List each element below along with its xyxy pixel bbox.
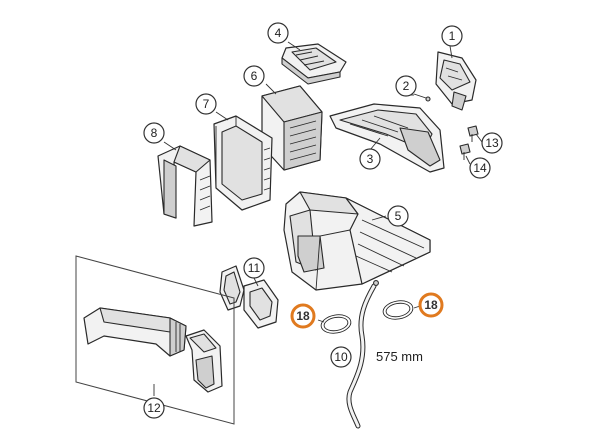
callout-5: 5 bbox=[387, 205, 409, 227]
callout-1: 1 bbox=[441, 25, 463, 47]
part-8-side-panel bbox=[157, 145, 213, 227]
callout-label: 6 bbox=[251, 69, 258, 83]
callout-11: 11 bbox=[243, 257, 265, 279]
callout-label: 10 bbox=[334, 350, 348, 364]
hose-length-label: 575 mm bbox=[376, 349, 423, 364]
callout-label: 3 bbox=[367, 152, 374, 166]
callout-4: 4 bbox=[267, 22, 289, 44]
callout-label: 11 bbox=[248, 261, 261, 275]
callout-label: 4 bbox=[275, 26, 282, 40]
callout-label: 12 bbox=[147, 401, 161, 415]
callout-10: 10 bbox=[330, 346, 352, 368]
callout-13: 13 bbox=[481, 132, 503, 154]
part-18-orings bbox=[320, 300, 414, 334]
callout-8: 8 bbox=[143, 122, 165, 144]
leader-lines bbox=[153, 41, 483, 396]
callout-label: 18 bbox=[296, 309, 310, 323]
callout-label: 1 bbox=[449, 29, 456, 43]
part-2-pin bbox=[413, 93, 431, 102]
callout-label: 8 bbox=[151, 126, 158, 140]
callout-3: 3 bbox=[359, 148, 381, 170]
part-7-frame bbox=[213, 115, 273, 211]
part-12-intake-ducts bbox=[75, 255, 235, 425]
callout-6: 6 bbox=[243, 65, 265, 87]
part-10-hose bbox=[346, 280, 379, 429]
part-11-gaskets bbox=[219, 265, 279, 329]
callout-label: 18 bbox=[424, 298, 438, 312]
callout-7: 7 bbox=[195, 93, 217, 115]
part-13-14-screws bbox=[459, 125, 479, 160]
part-3-lid bbox=[329, 103, 445, 173]
part-4-cover bbox=[281, 43, 347, 85]
callout-label: 7 bbox=[203, 97, 210, 111]
callout-18-right: 18 bbox=[418, 292, 444, 318]
part-6-filter bbox=[261, 85, 323, 171]
callout-label: 2 bbox=[403, 79, 410, 93]
callout-18-left: 18 bbox=[290, 303, 316, 329]
callout-label: 14 bbox=[473, 161, 487, 175]
callout-14: 14 bbox=[469, 157, 491, 179]
callout-2: 2 bbox=[395, 75, 417, 97]
callout-12: 12 bbox=[143, 397, 165, 419]
part-5-airbox bbox=[283, 191, 431, 291]
callout-label: 13 bbox=[485, 136, 499, 150]
callout-label: 5 bbox=[395, 209, 402, 223]
part-1-bracket bbox=[435, 51, 477, 111]
